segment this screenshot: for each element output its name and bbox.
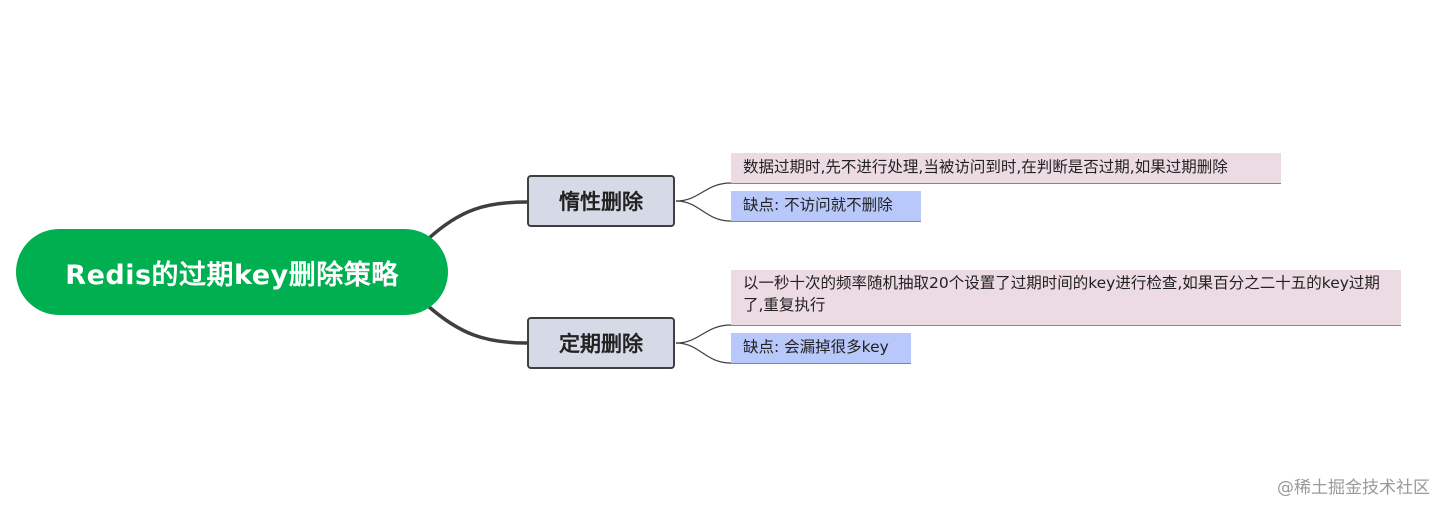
- connector-root-periodic: [426, 304, 528, 345]
- branch-lazy-deletion-label: 惰性删除: [559, 190, 643, 214]
- connector-lazy-con: [675, 200, 921, 222]
- root-topic: Redis的过期key删除策略: [16, 229, 448, 315]
- leaf-periodic-drawback: 缺点: 会漏掉很多key: [731, 333, 911, 363]
- leaf-lazy-drawback: 缺点: 不访问就不删除: [731, 191, 921, 221]
- branch-periodic-deletion: 定期删除: [527, 317, 675, 369]
- watermark: @稀土掘金技术社区: [1277, 478, 1430, 498]
- root-topic-label: Redis的过期key删除策略: [65, 259, 399, 291]
- connector-lazy-desc: [675, 182, 1281, 202]
- connector-root-lazy: [426, 200, 528, 241]
- leaf-periodic-description: 以一秒十次的频率随机抽取20个设置了过期时间的key进行检查,如果百分之二十五的…: [731, 270, 1401, 325]
- branch-lazy-deletion: 惰性删除: [527, 175, 675, 227]
- leaf-lazy-description: 数据过期时,先不进行处理,当被访问到时,在判断是否过期,如果过期删除: [731, 153, 1281, 183]
- connector-periodic-desc: [675, 324, 1401, 344]
- branch-periodic-deletion-label: 定期删除: [559, 332, 643, 356]
- connector-periodic-con: [675, 342, 911, 364]
